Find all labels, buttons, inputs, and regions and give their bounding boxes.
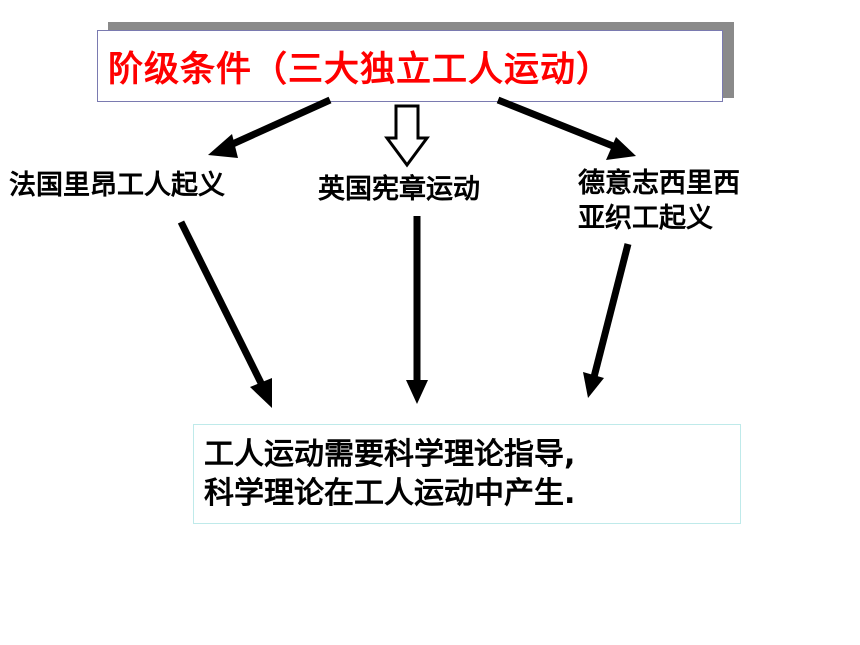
- node-lyon-uprising: 法国里昂工人起义: [9, 168, 225, 203]
- arrow-title-to-left: [224, 96, 332, 151]
- node-silesian-uprising-line2: 亚织工起义: [578, 203, 713, 234]
- arrowhead-right-down: [583, 372, 604, 398]
- result-line-1: 工人运动需要科学理论指导,: [204, 437, 576, 472]
- diagram-title: 阶级条件（三大独立工人运动）: [108, 49, 613, 90]
- node-lyon-uprising-label: 法国里昂工人起义: [9, 170, 225, 201]
- node-chartist-movement: 英国宪章运动: [318, 172, 480, 207]
- result-line-2: 科学理论在工人运动中产生.: [204, 476, 576, 511]
- arrowhead-left: [208, 134, 238, 158]
- arrowhead-right: [606, 137, 636, 160]
- title-box: 阶级条件（三大独立工人运动）: [97, 30, 723, 102]
- arrowhead-left-down: [250, 378, 272, 408]
- node-chartist-movement-label: 英国宪章运动: [318, 174, 480, 205]
- hollow-down-arrow: [384, 104, 430, 168]
- arrow-title-to-right: [496, 96, 620, 152]
- node-silesian-uprising-line1: 德意志西里西: [578, 168, 740, 199]
- arrowhead-middle-down: [406, 380, 428, 404]
- arrow-left-to-result: [177, 220, 266, 387]
- result-box: 工人运动需要科学理论指导, 科学理论在工人运动中产生.: [193, 424, 741, 524]
- arrow-right-to-result: [590, 243, 632, 378]
- node-silesian-uprising: 德意志西里西 亚织工起义: [578, 166, 740, 236]
